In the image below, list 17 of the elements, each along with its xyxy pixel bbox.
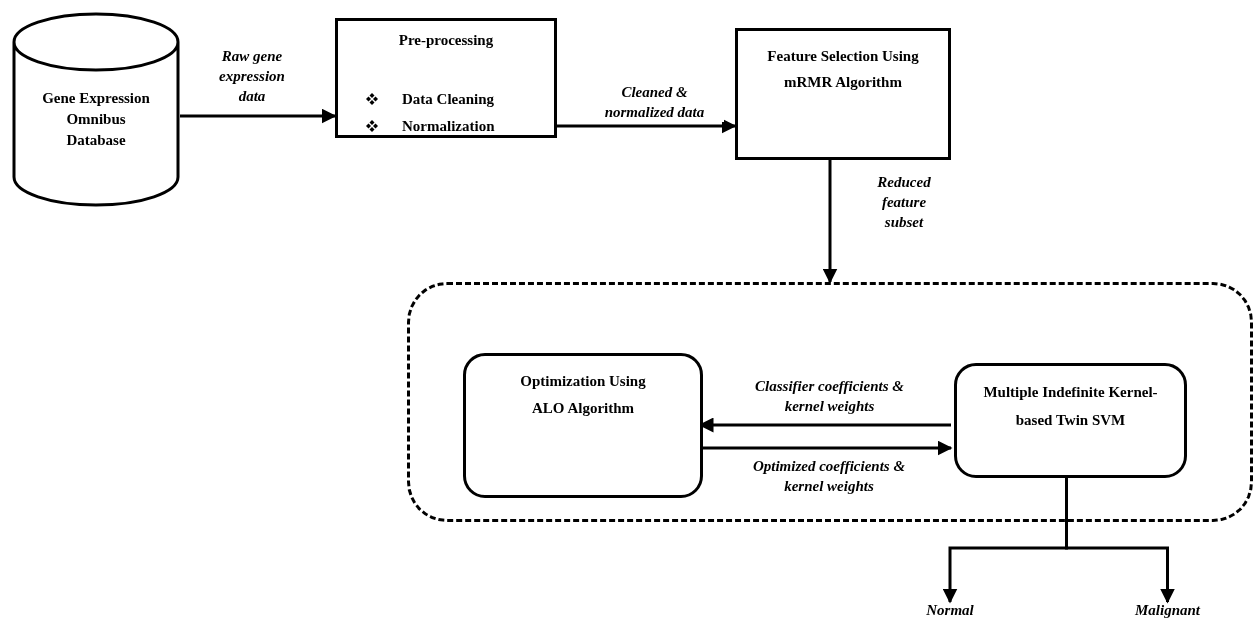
box-title: Pre-processing (397, 31, 495, 50)
process-box (335, 18, 557, 138)
bullet-item: Data Cleaning (402, 90, 495, 109)
node-text: Multiple Indefinite Kernel-based Twin SVM (983, 383, 1158, 430)
process-box (735, 28, 951, 160)
node-text: Malignant (1134, 601, 1202, 620)
rounded-process-box (463, 353, 703, 498)
bullet-item: Normalization (402, 117, 495, 136)
arrow (822, 160, 838, 284)
node-text: Gene Expression Omnibus Database (42, 89, 150, 150)
node-text: Optimization Using ALO Algorithm (519, 372, 647, 418)
database-cylinder (12, 12, 180, 207)
node-text: Feature Selection Using mRMR Algorithm (766, 47, 920, 92)
arrow (180, 108, 337, 124)
rounded-process-box (954, 363, 1187, 478)
node-text: Normal (925, 601, 975, 620)
arrow (557, 118, 737, 134)
